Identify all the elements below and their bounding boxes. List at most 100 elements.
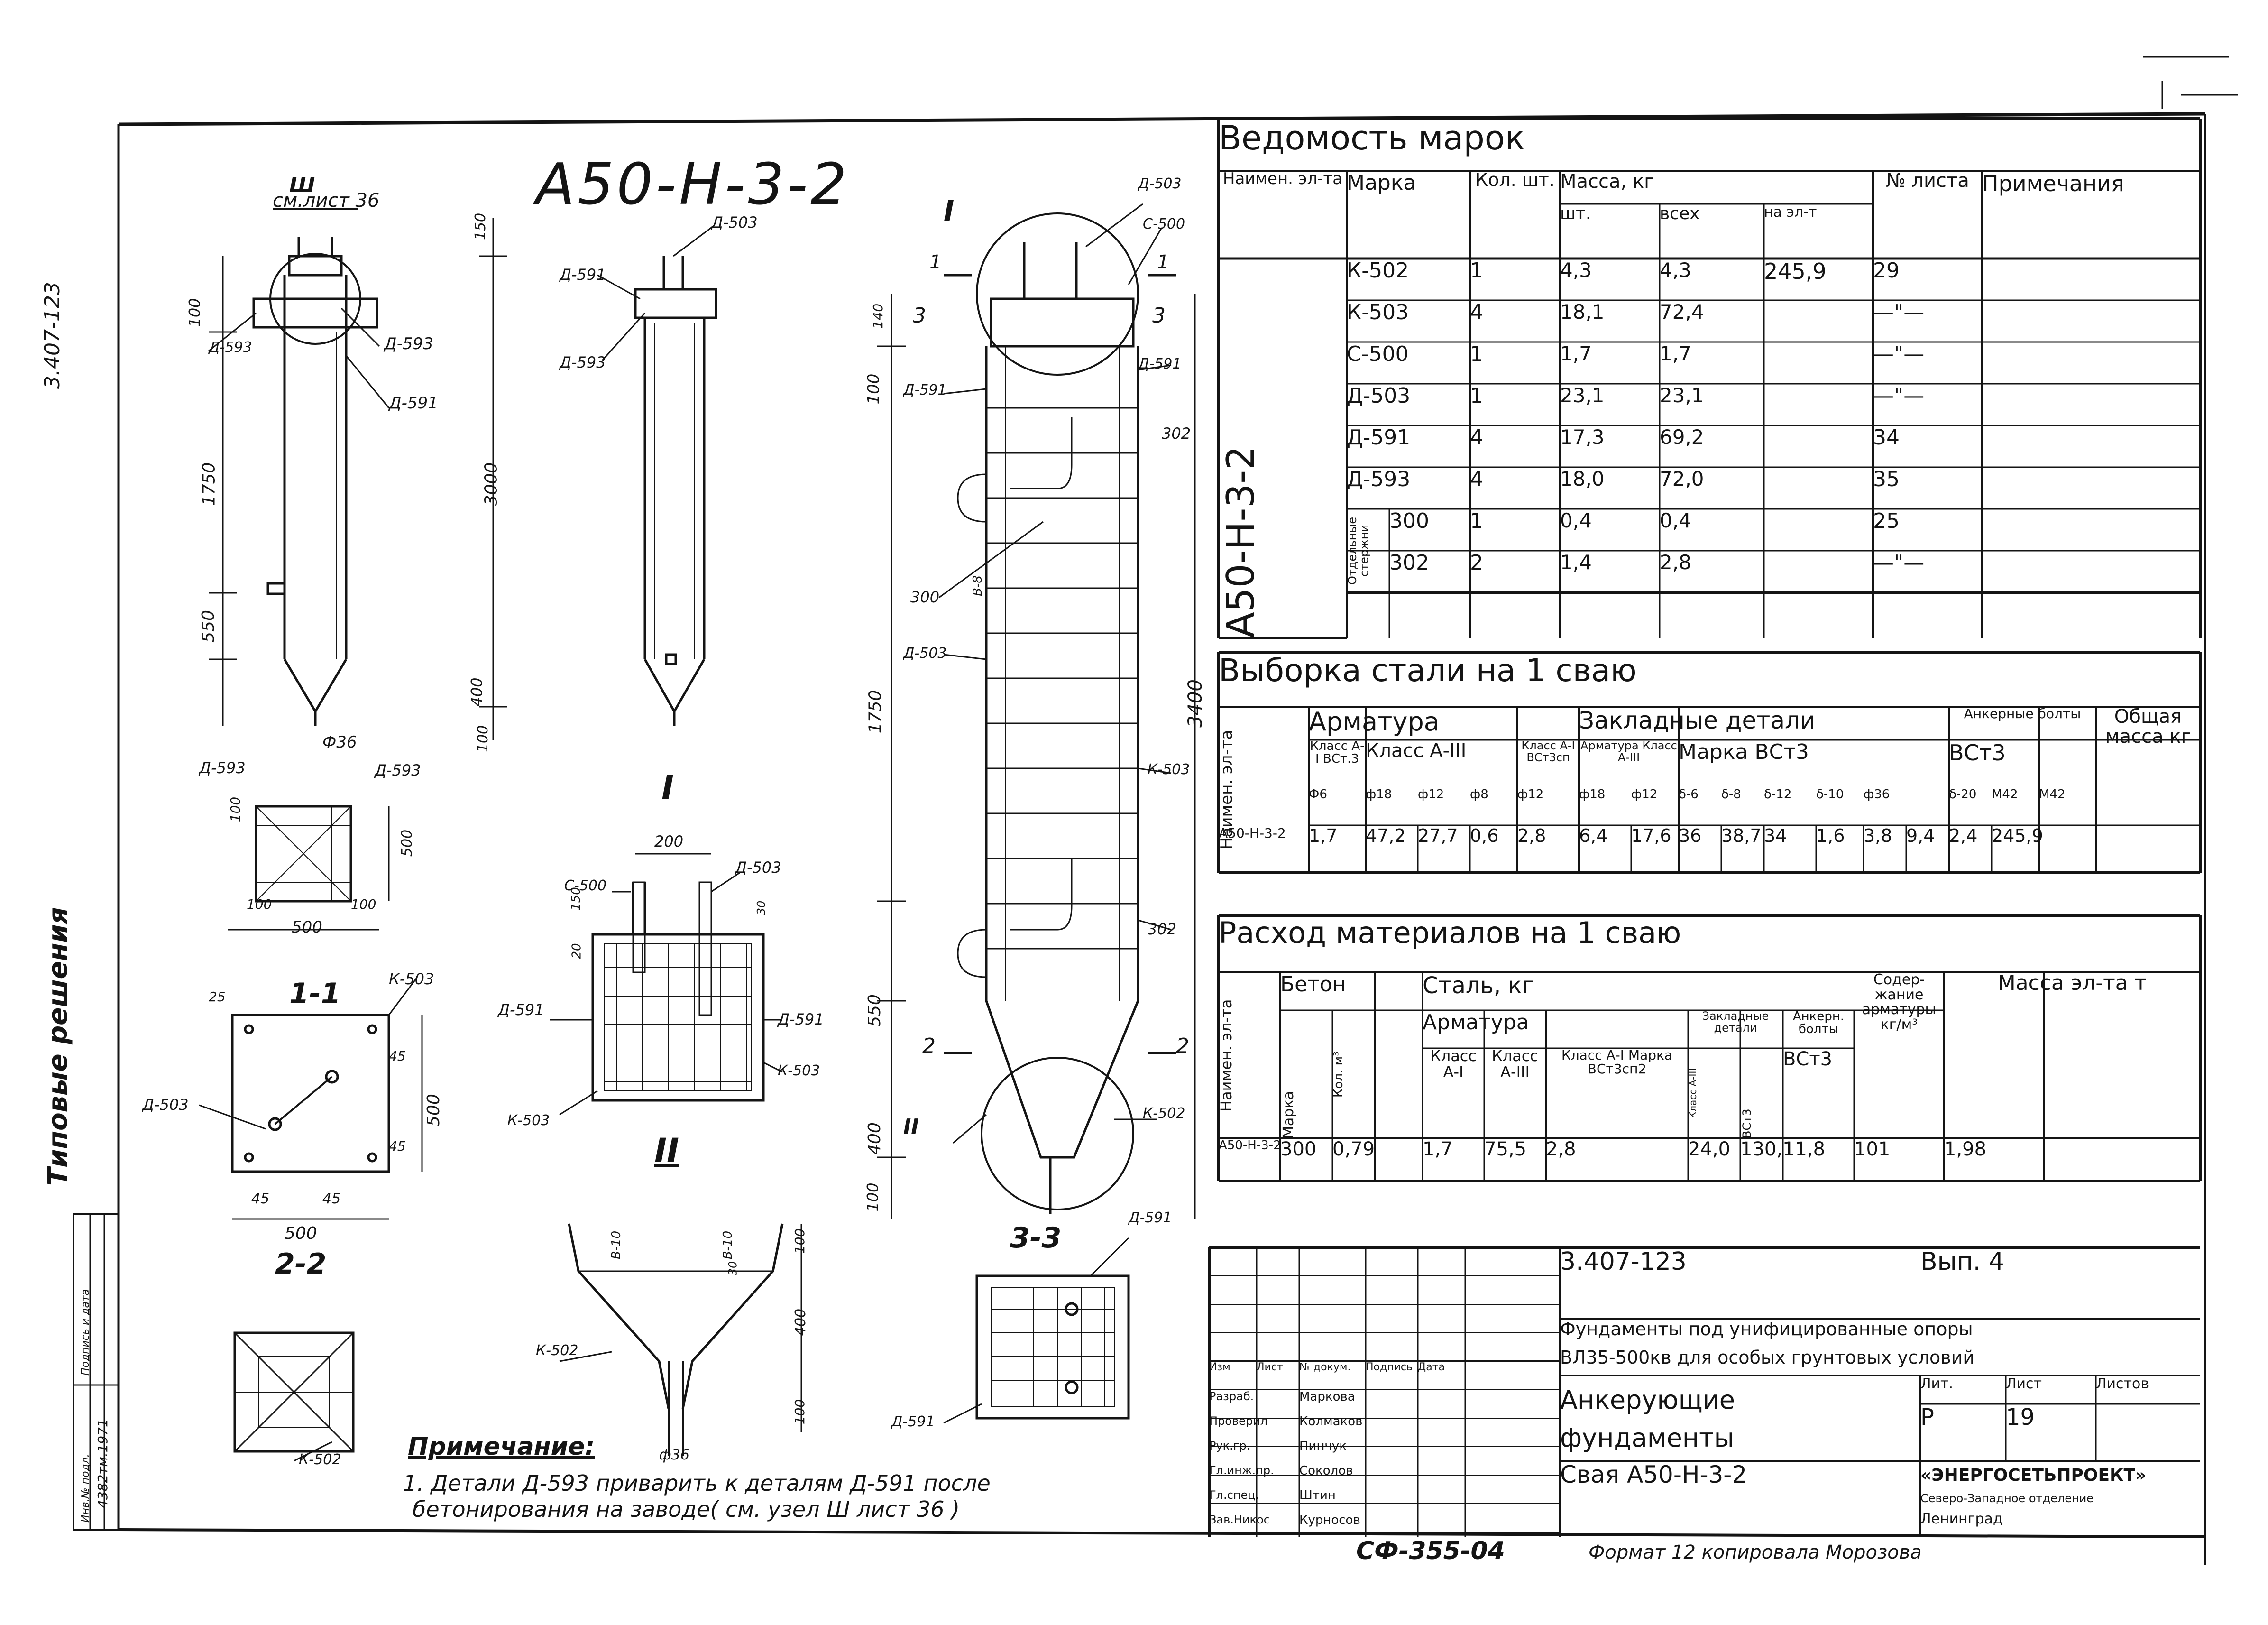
- vh-name: Наимен. эл-та: [1222, 169, 1343, 188]
- label-k502-sec22: К-502: [299, 1451, 341, 1468]
- vb-h-vst3: ВСт3: [1949, 740, 2006, 766]
- label-k503-main: К-503: [1148, 761, 1190, 778]
- section-mark-2-right: 2: [1176, 1034, 1189, 1058]
- vr-h-aiii: Класс А-III: [1492, 1047, 1538, 1081]
- dim-main-550: 550: [864, 994, 884, 1027]
- pile-elevation-left: [208, 208, 507, 740]
- v-row-unit: 0,4: [1560, 509, 1592, 532]
- v-row-sheet: 29: [1873, 259, 1900, 283]
- section-mark-1-left: 1: [929, 251, 942, 273]
- stamp-inv-label: Инв.№ подл.: [80, 1454, 92, 1523]
- label-d593-center: Д-593: [560, 353, 606, 371]
- vr-row-8: 11,8: [1783, 1138, 1826, 1160]
- vr-row-0: А50-Н-3-2: [1219, 1138, 1281, 1153]
- vb-sub-4: ф12: [1517, 787, 1544, 802]
- dim-sec-500b: 500: [285, 1224, 317, 1243]
- vb-row-0: А50-Н-3-2: [1219, 825, 1286, 841]
- label-b10-r: В-10: [721, 1230, 735, 1260]
- detail-ii-title: II: [654, 1131, 679, 1170]
- v-row-mark: К-502: [1347, 259, 1409, 283]
- label-k503-sec: К-503: [389, 970, 434, 988]
- label-300-main: 300: [910, 588, 940, 606]
- left-stamp: [73, 1213, 119, 1531]
- vh-unit: шт.: [1560, 204, 1591, 223]
- section-mark-1-right: 1: [1157, 251, 1169, 273]
- tb-role-2: Рук.гр.: [1209, 1439, 1250, 1452]
- vh-total: всех: [1660, 204, 1700, 223]
- dim-sec-25: 25: [209, 989, 226, 1005]
- vb-sub-7: δ-6: [1679, 787, 1699, 802]
- vb-row-5: 2,8: [1517, 825, 1546, 846]
- tb-col-2: № докум.: [1299, 1361, 1351, 1373]
- tb-role-0: Разраб.: [1209, 1390, 1254, 1403]
- label-k502-det2: К-502: [536, 1342, 578, 1359]
- label-d503-center: Д-503: [711, 213, 758, 231]
- vb-row-6: 6,4: [1579, 825, 1608, 846]
- vb-sub-2: ф12: [1418, 787, 1444, 802]
- label-d591-left: Д-591: [389, 394, 438, 413]
- dim-det2-100: 100: [792, 1228, 808, 1254]
- detail-ii: [559, 1223, 802, 1456]
- detail-i: [550, 853, 783, 1116]
- vr-h-stal: Сталь, кг: [1423, 972, 1534, 999]
- vb-sub-3: ф8: [1470, 787, 1488, 802]
- vr-h-zakl-vst3: ВСт3: [1740, 1108, 1754, 1138]
- tb-desc2: ВЛ35-500кв для особых грунтовых условий: [1560, 1347, 1975, 1368]
- label-d591-center: Д-591: [560, 266, 606, 284]
- tb-name-3: Соколов: [1299, 1464, 1353, 1478]
- tb-desc1: Фундаменты под унифицированные опоры: [1560, 1319, 1973, 1339]
- vb-sub-6: ф12: [1631, 787, 1658, 802]
- tb-org3: Ленинград: [1920, 1511, 2003, 1527]
- format-note: Формат 12 копировала Морозова: [1589, 1542, 1922, 1563]
- vr-h-kol: Кол. м³: [1331, 1051, 1346, 1098]
- v-row-qty: 1: [1470, 259, 1483, 283]
- dim-plan-100b: 100: [247, 896, 272, 912]
- stamp-inv-value: 4382тм.1971: [95, 1419, 110, 1508]
- label-phi36-left: Ф36: [322, 733, 357, 752]
- dim-left-150: 150: [472, 212, 489, 240]
- note-line-2: бетонирования на заводе( см. узел Ш лист…: [413, 1496, 960, 1522]
- v-row-unit: 17,3: [1560, 425, 1605, 449]
- section-mark-3-left: 3: [913, 304, 926, 328]
- vr-row-9: 101: [1854, 1138, 1891, 1160]
- vb-row-13: 9,4: [1906, 825, 1935, 846]
- plan-top-small: [228, 805, 390, 931]
- tb-lit: Р: [1920, 1404, 1934, 1431]
- vb-row-1: 1,7: [1309, 825, 1338, 846]
- section-i-mark: I: [944, 194, 955, 228]
- v-row-total: 0,4: [1660, 509, 1691, 532]
- dim-sec-500: 500: [423, 1094, 443, 1126]
- section-2-2: [233, 1331, 355, 1462]
- v-row-qty: 2: [1470, 551, 1483, 575]
- print-code: СФ-355-04: [1356, 1537, 1505, 1565]
- dim-left-100b: 100: [475, 725, 492, 753]
- v-row-mark: Д-503: [1347, 384, 1411, 408]
- vb-sub-5: ф18: [1579, 787, 1606, 802]
- vb-row-7: 17,6: [1631, 825, 1671, 846]
- v-row-unit: 18,1: [1560, 300, 1605, 323]
- tb-release: Вып. 4: [1920, 1247, 2004, 1276]
- tb-list-h: Лист: [2006, 1376, 2042, 1392]
- vedomost-title: Ведомость марок: [1219, 119, 1525, 157]
- label-d503-main: Д-503: [1138, 175, 1182, 192]
- label-302-main: 302: [1162, 425, 1191, 443]
- section-mark-3-right: 3: [1152, 304, 1166, 328]
- label-d593-plan-r: Д-593: [375, 761, 421, 779]
- label-phi36-det2: ф36: [659, 1447, 689, 1463]
- tb-listov-h: Листов: [2096, 1376, 2149, 1392]
- tb-org1: «ЭНЕРГОСЕТЬПРОЕКТ»: [1920, 1466, 2147, 1485]
- label-d503-det: Д-503: [735, 859, 781, 877]
- vb-sub-8: δ-8: [1721, 787, 1741, 802]
- section-11-title: 1-1: [289, 977, 341, 1010]
- v-row-total: 4,3: [1660, 259, 1691, 282]
- vr-h-name: Наимен. эл-та: [1217, 999, 1235, 1112]
- label-302-main2: 302: [1148, 920, 1177, 938]
- vb-sub-1: ф18: [1366, 787, 1392, 802]
- stamp-sign-label: Подпись и дата: [80, 1289, 92, 1376]
- v-row-total: 69,2: [1660, 425, 1704, 449]
- dim-detail-20: 20: [569, 943, 584, 959]
- tb-name2: фундаменты: [1560, 1423, 1735, 1453]
- section-33-title: 3-3: [1010, 1221, 1062, 1255]
- vh-sheet: № листа: [1886, 170, 1969, 192]
- v-row-qty: 1: [1470, 509, 1483, 533]
